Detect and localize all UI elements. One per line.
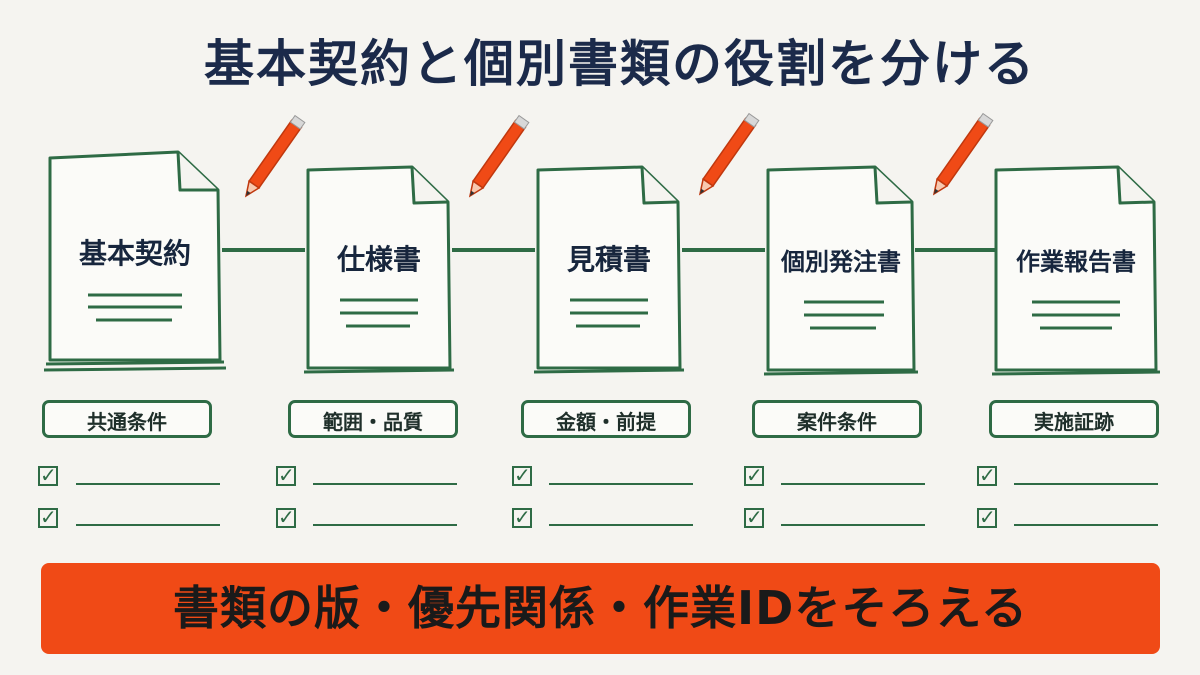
document-label: 個別発注書 <box>781 248 901 276</box>
check-line <box>549 524 693 526</box>
document-icon <box>763 165 919 376</box>
document-icon <box>991 165 1161 376</box>
checkbox-icon: ✓ <box>977 505 997 529</box>
document-icon <box>303 165 455 374</box>
document-icon <box>43 150 227 372</box>
check-line <box>76 524 220 526</box>
pencil-icon <box>468 114 530 198</box>
checkbox-icon: ✓ <box>744 463 764 487</box>
pencil-icon <box>244 114 306 198</box>
checkbox-icon: ✓ <box>977 463 997 487</box>
role-tag: 実施証跡 <box>989 400 1159 438</box>
checkbox-icon: ✓ <box>38 505 58 529</box>
checkbox-icon: ✓ <box>512 463 532 487</box>
check-line <box>313 524 457 526</box>
check-line <box>313 483 457 485</box>
check-line <box>1014 524 1158 526</box>
page-title: 基本契約と個別書類の役割を分ける <box>204 35 1036 93</box>
role-tag: 共通条件 <box>42 400 212 438</box>
pencil-icon <box>932 112 994 196</box>
checkbox-icon: ✓ <box>38 463 58 487</box>
document-label: 作業報告書 <box>1016 248 1136 276</box>
document-label: 見積書 <box>566 243 651 276</box>
pencil-icon <box>698 112 760 196</box>
checkbox-icon: ✓ <box>744 505 764 529</box>
checkbox-icon: ✓ <box>512 505 532 529</box>
checkbox-icon: ✓ <box>276 463 296 487</box>
check-line <box>781 524 925 526</box>
check-line <box>781 483 925 485</box>
document-label: 基本契約 <box>78 237 191 270</box>
role-tag: 案件条件 <box>752 400 922 438</box>
checkbox-icon: ✓ <box>276 505 296 529</box>
check-line <box>76 483 220 485</box>
summary-banner: 書類の版・優先関係・作業IDをそろえる <box>41 563 1160 654</box>
check-line <box>1014 483 1158 485</box>
role-tag: 範囲・品質 <box>288 400 458 438</box>
document-label: 仕様書 <box>336 243 421 276</box>
role-tag: 金額・前提 <box>521 400 691 438</box>
document-icon <box>533 165 685 374</box>
check-line <box>549 483 693 485</box>
